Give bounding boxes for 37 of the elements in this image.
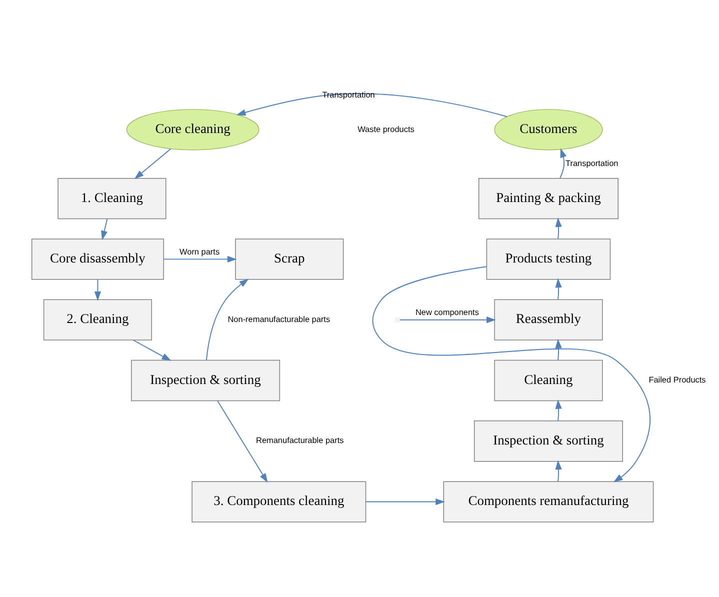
node-box: Reassembly <box>494 299 603 340</box>
arrow <box>560 148 567 179</box>
arrow <box>365 498 446 506</box>
arrow <box>555 460 562 482</box>
node-box: Scrap <box>235 238 344 280</box>
arrow <box>206 278 249 361</box>
arrow <box>555 399 562 422</box>
arrow <box>132 340 172 361</box>
arrow <box>372 266 650 482</box>
label: Waste products <box>358 124 414 134</box>
arrow <box>134 148 172 180</box>
arrow <box>399 316 496 324</box>
node-box: Components remanufacturing <box>443 481 654 522</box>
edge-label: New components <box>415 308 479 318</box>
edge-label: Worn parts <box>180 248 220 257</box>
node-box: Painting & packing <box>478 178 618 220</box>
arrow <box>555 338 562 361</box>
arrow <box>555 278 562 300</box>
arrow <box>94 279 102 301</box>
edge-label: Transportation <box>566 159 618 168</box>
node-ellipse: Customers <box>494 109 603 150</box>
arrow <box>236 93 508 118</box>
edge-label: Remanufacturable parts <box>256 436 344 446</box>
node-box: Products testing <box>486 238 611 280</box>
arrow <box>101 218 108 240</box>
arrow <box>555 218 562 240</box>
edge-label: Failed Products <box>648 376 706 385</box>
node-box: Inspection & sorting <box>131 360 280 402</box>
node-box: 2. Cleaning <box>43 299 152 340</box>
node-box: Inspection & sorting <box>474 420 623 462</box>
arrow <box>217 400 268 483</box>
arrow <box>163 256 237 262</box>
node-box: 3. Components cleaning <box>192 481 366 522</box>
node-box: Core disassembly <box>31 238 164 280</box>
node-box: Cleaning <box>494 360 603 402</box>
node-box: 1. Cleaning <box>58 178 166 220</box>
edge-label: Non-remanufacturable parts <box>228 314 330 324</box>
